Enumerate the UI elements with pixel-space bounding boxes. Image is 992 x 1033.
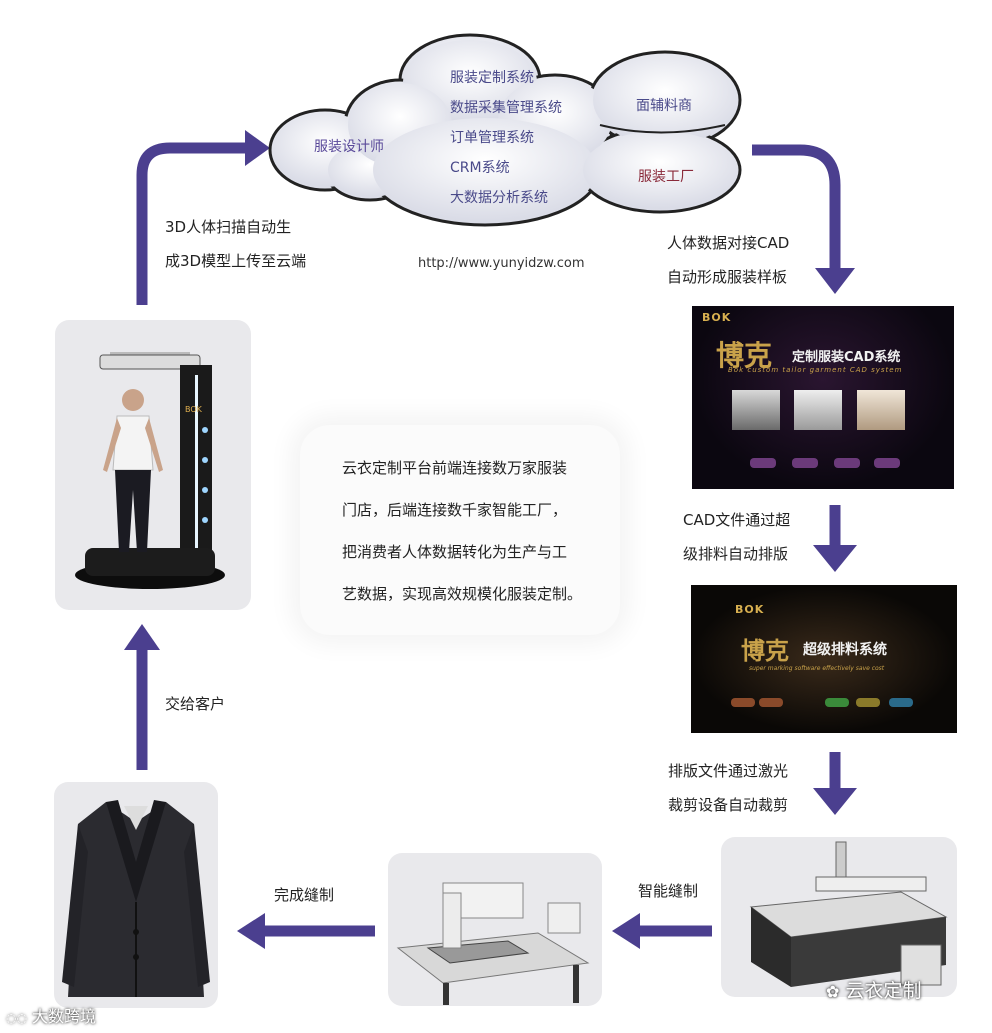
description-line: 云衣定制平台前端连接数万家服装 — [342, 459, 568, 477]
marker-brand: 博克 — [741, 636, 789, 665]
bok-logo: BOK — [735, 603, 765, 616]
marker-title: 超级排料系统 — [803, 642, 887, 658]
step-marker-line: 级排料自动排版 — [683, 545, 789, 563]
step-scan-line: 成3D模型上传至云端 — [165, 252, 307, 270]
marker-menu-button — [731, 698, 755, 707]
cad-thumb — [794, 390, 842, 430]
marker-menu-button — [889, 698, 913, 707]
finished-jacket-image — [54, 782, 218, 1008]
watermark-left: ◌◌ 大数跨境 — [6, 1003, 96, 1027]
arrowhead-scanner — [124, 624, 160, 650]
cad-menu-button — [874, 458, 900, 468]
cloud-illustration — [268, 33, 742, 227]
cad-system-screen: BOK 博克 定制服装CAD系统 Bok custom tailor garme… — [692, 306, 954, 489]
website-url: http://www.yunyidzw.com — [418, 256, 585, 271]
step-laser-line: 排版文件通过激光 — [668, 762, 789, 780]
step-finish-label: 完成缝制 — [274, 886, 335, 904]
arrowhead-cad — [815, 268, 855, 294]
watermark-right-text: 云衣定制 — [845, 980, 922, 1002]
marker-menu-button — [856, 698, 880, 707]
marker-system-screen: BOK 博克 超级排料系统 super marking software eff… — [691, 585, 957, 733]
platform-description: 云衣定制平台前端连接数万家服装 门店，后端连接数千家智能工厂， 把消费者人体数据… — [300, 425, 620, 635]
cloud-item: 数据采集管理系统 — [450, 100, 562, 116]
step-laser-line: 裁剪设备自动裁剪 — [668, 796, 789, 814]
cloud-label-supplier: 面辅料商 — [636, 98, 692, 114]
svg-text:BOK: BOK — [185, 405, 203, 414]
watermark-right: ✿ 云衣定制 — [826, 976, 921, 1003]
sewing-machine-image — [388, 853, 602, 1006]
cloud-item: 大数据分析系统 — [450, 190, 548, 206]
cad-menu-button — [792, 458, 818, 468]
marker-subtitle: super marking software effectively save … — [749, 665, 885, 672]
watermark-left-text: 大数跨境 — [32, 1007, 97, 1026]
arrowhead-laser — [813, 788, 857, 815]
step-cad-label: 人体数据对接CAD 自动形成服装样板 — [667, 226, 789, 294]
cad-menu-button — [750, 458, 776, 468]
step-laser-label: 排版文件通过激光 裁剪设备自动裁剪 — [668, 754, 788, 822]
cad-brand: 博克 — [716, 339, 773, 372]
arrowhead-cloud — [245, 130, 270, 166]
step-scan-label: 3D人体扫描自动生 成3D模型上传至云端 — [165, 210, 306, 278]
marker-menu-button — [759, 698, 783, 707]
cad-thumb — [732, 390, 780, 430]
arrowhead-finish — [237, 913, 265, 949]
step-cad-line: 自动形成服装样板 — [667, 268, 788, 286]
step-marker-line: CAD文件通过超 — [683, 511, 791, 529]
cloud-label-factory: 服装工厂 — [638, 169, 694, 185]
wechat-icon: ✿ — [826, 982, 840, 1001]
cloud-label-designer: 服装设计师 — [314, 139, 384, 155]
step-sew-label: 智能缝制 — [638, 882, 699, 900]
body-scanner-image: BOK — [55, 320, 251, 610]
laser-cutter-image — [721, 837, 957, 997]
cad-title: 定制服装CAD系统 — [792, 350, 901, 365]
arrowhead-marker — [813, 545, 857, 572]
description-line: 门店，后端连接数千家智能工厂， — [342, 501, 568, 519]
step-scan-line: 3D人体扫描自动生 — [165, 218, 292, 236]
cloud-item: 服装定制系统 — [450, 70, 534, 86]
cad-thumb — [857, 390, 905, 430]
cad-subtitle: Bok custom tailor garment CAD system — [728, 366, 903, 374]
cad-menu-button — [834, 458, 860, 468]
step-deliver-label: 交给客户 — [165, 695, 226, 713]
arrowhead-sew — [612, 913, 640, 949]
cloud-item: 订单管理系统 — [450, 130, 534, 146]
watermark-logo-icon: ◌◌ — [6, 1011, 27, 1025]
description-line: 把消费者人体数据转化为生产与工 — [342, 543, 568, 561]
step-cad-line: 人体数据对接CAD — [667, 234, 790, 252]
step-marker-label: CAD文件通过超 级排料自动排版 — [683, 503, 790, 571]
description-line: 艺数据，实现高效规模化服装定制。 — [342, 585, 583, 603]
bok-logo: BOK — [702, 311, 732, 324]
cloud-item: CRM系统 — [450, 160, 510, 176]
marker-menu-button — [825, 698, 849, 707]
